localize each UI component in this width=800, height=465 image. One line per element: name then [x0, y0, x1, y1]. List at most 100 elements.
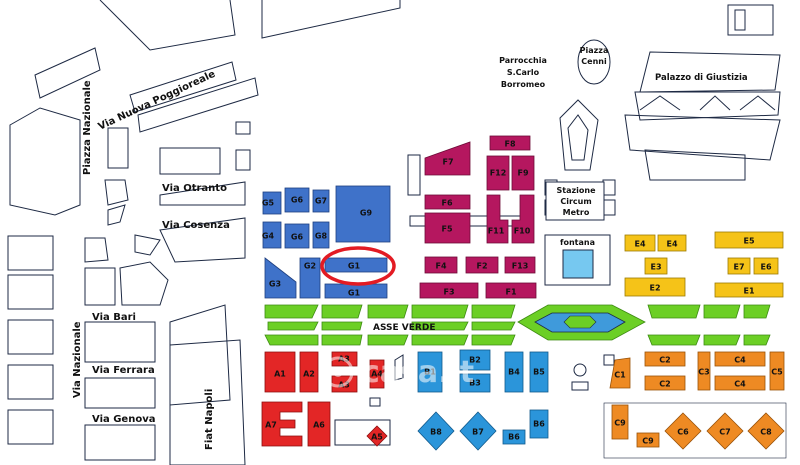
pavilion-c4-top[interactable] — [714, 351, 766, 367]
pavilion-g4[interactable] — [262, 221, 282, 249]
pavilion-e4-left[interactable] — [624, 234, 656, 252]
sector-label-g1: G1 — [348, 262, 361, 271]
sector-label-f6: F6 — [441, 199, 452, 208]
pavilion-b5[interactable] — [529, 351, 549, 393]
pavilion-b2[interactable] — [459, 349, 491, 371]
sector-group-b: B1 B2 B3 B4 B5 B8 B7 B6 B6 — [417, 349, 549, 451]
sector-label-f3: F3 — [443, 288, 454, 297]
pavilion-c4-bottom[interactable] — [714, 375, 766, 391]
svg-text:Parrocchia: Parrocchia — [499, 56, 547, 65]
pavilion-b1[interactable] — [417, 351, 443, 393]
pavilion-b3[interactable] — [459, 373, 491, 393]
casa-logo-icon — [322, 356, 354, 388]
street-blocks — [7, 0, 781, 465]
pavilion-c6[interactable] — [664, 412, 702, 450]
pavilion-c1[interactable] — [609, 357, 631, 389]
pavilion-g8[interactable] — [312, 221, 330, 249]
sector-label-f7: F7 — [442, 158, 453, 167]
pavilion-e3[interactable] — [644, 257, 668, 275]
sector-label-c6: C6 — [677, 428, 689, 437]
pavilion-f1[interactable] — [485, 282, 537, 299]
sector-label-g5: G5 — [262, 199, 275, 208]
pavilion-e7[interactable] — [727, 257, 751, 275]
pavilion-f10[interactable] — [511, 194, 535, 244]
street-label-bari: Via Bari — [92, 312, 136, 323]
pavilion-c2-bottom[interactable] — [644, 375, 686, 391]
pavilion-g9[interactable] — [335, 185, 391, 243]
pavilion-e4-right[interactable] — [657, 234, 687, 252]
pavilion-g3[interactable] — [264, 257, 297, 299]
pavilion-f5[interactable] — [424, 212, 471, 244]
pavilion-f3[interactable] — [419, 282, 479, 299]
pavilion-c8[interactable] — [747, 412, 785, 450]
pavilion-f13[interactable] — [504, 256, 536, 274]
pavilion-a4[interactable] — [369, 359, 385, 389]
stazione-line-2: Circum — [560, 197, 591, 206]
sector-label-f4: F4 — [435, 262, 446, 271]
pavilion-a2[interactable] — [299, 351, 319, 393]
sector-label-g4: G4 — [262, 232, 275, 241]
pavilion-c7[interactable] — [706, 412, 744, 450]
street-label-nazionale: Via Nazionale — [72, 321, 83, 398]
pavilion-a6[interactable] — [307, 401, 331, 447]
stazione-box — [545, 181, 605, 221]
pavilion-g1-top[interactable] — [324, 257, 388, 273]
pavilion-f9[interactable] — [511, 155, 535, 191]
pavilion-c2-top[interactable] — [644, 351, 686, 367]
sector-label-e6: E6 — [760, 263, 771, 272]
pavilion-c3[interactable] — [697, 351, 711, 391]
pavilion-b7[interactable] — [459, 411, 497, 451]
pavilion-c9-bottom[interactable] — [636, 432, 660, 448]
sector-label-b7: B7 — [472, 428, 484, 437]
pavilion-f7[interactable] — [424, 141, 471, 176]
sector-label-f9: F9 — [517, 169, 528, 178]
pavilion-f6[interactable] — [424, 194, 471, 210]
parrocchia-line-2: S.Carlo — [507, 68, 540, 77]
sector-label-b6: B6 — [508, 433, 520, 442]
pavilion-g2[interactable] — [299, 257, 321, 299]
fontana-pool — [562, 249, 594, 279]
pavilion-c5[interactable] — [769, 351, 785, 391]
svg-text:Metro: Metro — [563, 208, 590, 217]
svg-text:Cenni: Cenni — [581, 57, 607, 66]
sector-label-g8: G8 — [315, 232, 328, 241]
sector-label-f11: F11 — [488, 227, 505, 236]
sector-label-c9: C9 — [642, 437, 654, 446]
pavilion-e6[interactable] — [753, 257, 779, 275]
pavilion-c9-left[interactable] — [611, 404, 629, 440]
pavilion-g6-top[interactable] — [284, 187, 310, 213]
pavilion-b6-bottom[interactable] — [502, 429, 526, 445]
sector-label-g1: G1 — [348, 289, 361, 298]
pavilion-f2[interactable] — [465, 256, 499, 274]
sector-label-c9: C9 — [614, 419, 626, 428]
pavilion-b8[interactable] — [417, 411, 455, 451]
pavilion-e2[interactable] — [624, 277, 686, 297]
landmark-labels: Parrocchia S.Carlo Borromeo Piazza Cenni… — [499, 46, 776, 279]
pavilion-f4[interactable] — [424, 256, 458, 274]
sector-label-e2: E2 — [649, 284, 660, 293]
pavilion-b4[interactable] — [504, 351, 524, 393]
pavilion-b6-right[interactable] — [529, 409, 549, 439]
pavilion-a7[interactable] — [261, 401, 303, 447]
pavilion-e1[interactable] — [714, 282, 784, 298]
pavilion-f8[interactable] — [489, 135, 531, 151]
sector-group-e: E4 E4 E5 E3 E7 E6 E2 E1 — [624, 231, 784, 298]
sector-label-g6: G6 — [291, 233, 304, 242]
sector-label-c8: C8 — [760, 428, 772, 437]
sector-label-e1: E1 — [743, 287, 754, 296]
pavilion-a1[interactable] — [264, 351, 296, 393]
watermark: casa.it — [322, 355, 474, 390]
asse-verde: ASSE VERDE — [264, 304, 771, 346]
parrocchia-line-3: Borromeo — [501, 80, 546, 89]
street-label-piazza-nazionale: Piazza Nazionale — [82, 80, 93, 175]
pavilion-g5[interactable] — [262, 191, 282, 215]
sector-label-b2: B2 — [469, 356, 481, 365]
pavilion-g7[interactable] — [312, 189, 330, 213]
pavilion-e5[interactable] — [714, 231, 784, 249]
svg-text:Circum: Circum — [560, 197, 591, 206]
pavilion-a5[interactable] — [366, 425, 388, 447]
sector-label-b3: B3 — [469, 379, 481, 388]
pavilion-g6-bottom[interactable] — [284, 223, 310, 249]
pavilion-f12[interactable] — [486, 155, 510, 191]
pavilion-f11[interactable] — [486, 194, 509, 244]
